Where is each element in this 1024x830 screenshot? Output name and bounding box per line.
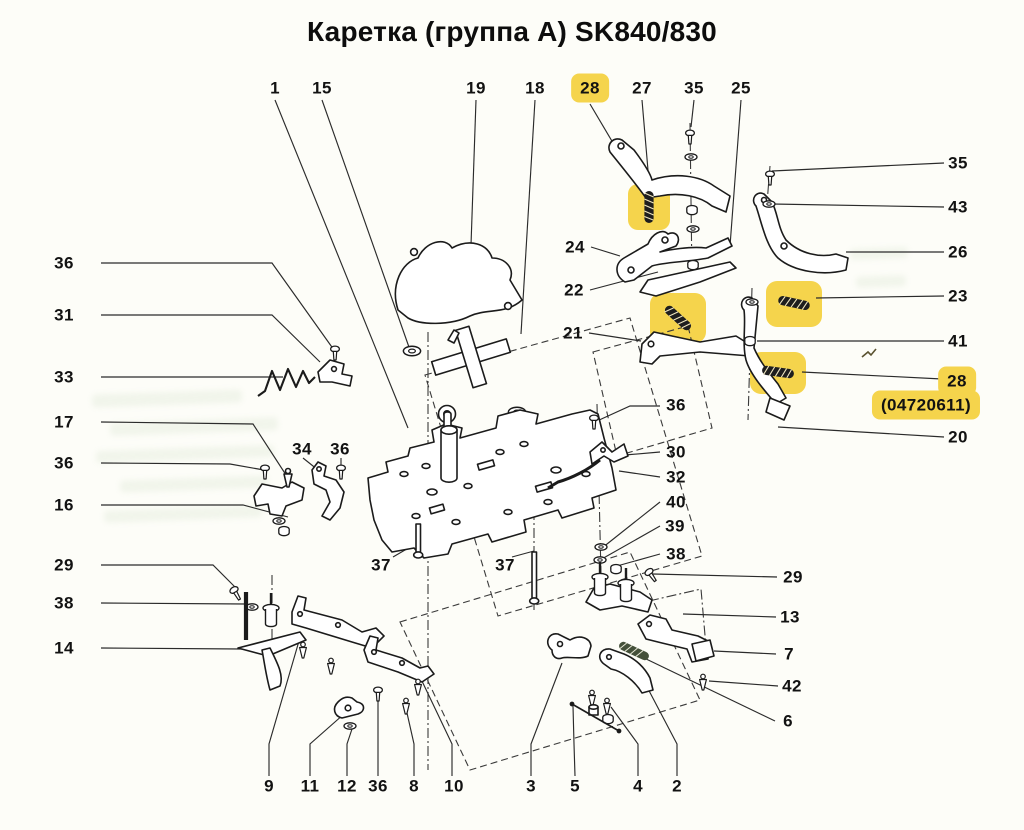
- part-number-label-highlighted: (04720611): [871, 390, 981, 420]
- part-19-guide-plate: [394, 240, 523, 325]
- part-number-label: 38: [54, 593, 74, 613]
- springs: [619, 190, 812, 661]
- part-number-label: 40: [666, 492, 686, 512]
- ink-smudge-artifact: [861, 348, 877, 358]
- part-number-label: 41: [948, 331, 968, 351]
- part-10-rail: [363, 635, 435, 683]
- part-number-label: 7: [784, 644, 794, 664]
- part-number-label: 34: [292, 439, 312, 459]
- part-number-label: 5: [570, 776, 580, 796]
- spring-6-icon: [619, 641, 649, 661]
- part-number-label: 36: [666, 395, 686, 415]
- part-number-label: 24: [565, 237, 585, 257]
- part-24-lever: [616, 230, 733, 283]
- part-number-label: 1: [270, 78, 280, 98]
- part-number-label: 17: [54, 412, 74, 432]
- part-number-label: 35: [948, 153, 968, 173]
- part-number-label: 2: [672, 776, 682, 796]
- part-number-label: 9: [264, 776, 274, 796]
- part-14-assembly: [237, 591, 307, 691]
- leader-lines: [100, 99, 945, 777]
- part-number-label: 25: [731, 78, 751, 98]
- part-number-label: 43: [948, 197, 968, 217]
- part-number-label: 15: [312, 78, 332, 98]
- part-number-label: 42: [782, 676, 802, 696]
- pin-5-icon: [571, 703, 620, 732]
- screw-37-long: [412, 523, 540, 605]
- part-33-wire-spring: [257, 367, 316, 397]
- part-number-label-highlighted: 28: [571, 73, 609, 103]
- part-number-label: 31: [54, 305, 74, 325]
- diagram-title: Каретка (группа А) SK840/830: [307, 16, 717, 47]
- part-number-label: 37: [495, 555, 515, 575]
- part-number-label: 4: [633, 776, 643, 796]
- part-11-clamp: [333, 696, 365, 719]
- part-number-label: 18: [525, 78, 545, 98]
- part-number-label: 8: [409, 776, 419, 796]
- part-number-label: 36: [54, 453, 74, 473]
- part-number-label: 29: [783, 567, 803, 587]
- part-number-label: 27: [632, 78, 652, 98]
- part-2-lever: [598, 648, 654, 694]
- part-26-lever: [752, 192, 849, 274]
- part-number-label: 37: [371, 555, 391, 575]
- part-7-bracket: [637, 614, 715, 663]
- part-number-label: 22: [564, 280, 584, 300]
- part-number-label: 23: [948, 286, 968, 306]
- part-number-label: 32: [666, 467, 686, 487]
- part-number-label: 19: [466, 78, 486, 98]
- part-number-label: 38: [666, 544, 686, 564]
- part-number-label: 20: [948, 427, 968, 447]
- part-22-bar: [639, 261, 737, 297]
- part-number-label: 35: [684, 78, 704, 98]
- hardware-4-5-cluster: [569, 689, 622, 734]
- part-number-label: 30: [666, 442, 686, 462]
- part-number-label: 12: [337, 776, 357, 796]
- part-number-label: 6: [783, 711, 793, 731]
- part-number-label: 36: [54, 253, 74, 273]
- part-30-clip: [547, 441, 629, 490]
- part-number-label: 11: [300, 776, 320, 796]
- part-16-bracket: [253, 467, 305, 537]
- part-number-label: 21: [563, 323, 583, 343]
- part-number-label: 26: [948, 242, 968, 262]
- part-number-label: 14: [54, 638, 74, 658]
- part-number-label: 10: [444, 776, 464, 796]
- part-number-label: 36: [368, 776, 388, 796]
- part-20-lever: [740, 296, 791, 421]
- part-32-wire: [547, 458, 601, 490]
- part-18-cross-cam: [430, 325, 512, 389]
- part-number-label: 13: [780, 607, 800, 627]
- part-34-bracket: [311, 461, 345, 521]
- part-number-label: 29: [54, 555, 74, 575]
- part-number-label: 39: [665, 516, 685, 536]
- part-number-label: 36: [330, 439, 350, 459]
- part-number-label: 16: [54, 495, 74, 515]
- part-shapes: [227, 129, 849, 734]
- part-number-label: 33: [54, 367, 74, 387]
- part-number-label: 3: [526, 776, 536, 796]
- part-3-lever: [546, 633, 592, 660]
- part-31-bracket: [317, 359, 353, 387]
- posts-13-cluster: [585, 560, 653, 613]
- part-9-rail: [291, 595, 385, 675]
